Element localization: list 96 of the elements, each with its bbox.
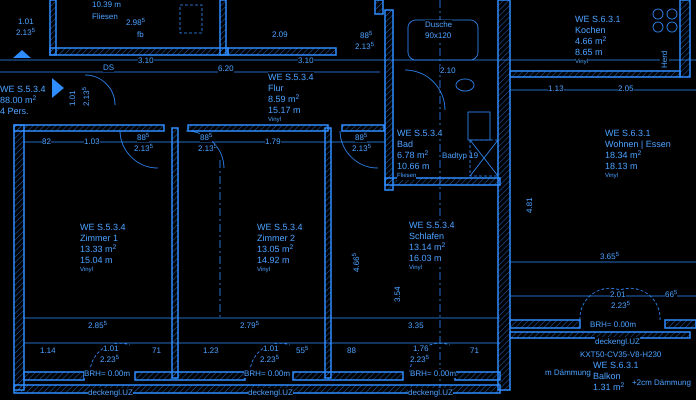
dimension-label: 55$^{5}$ <box>296 346 308 355</box>
dimension-label: 3.10 <box>138 56 154 65</box>
room-name: Bad <box>397 139 414 150</box>
dimension-label: 71 <box>470 346 479 355</box>
room-value: 4.66 m$^{2}$ <box>575 36 606 47</box>
dimension-label: 3.54 <box>393 286 402 302</box>
dimension-label: +2cm Dämmung <box>632 378 691 387</box>
dimension-label: 88$^{5}$ <box>355 133 368 142</box>
dimension-label: 1.23 <box>203 346 219 355</box>
dimension-label: 2.13$^{5}$ <box>355 42 374 51</box>
dimension-label: 1.01 <box>68 90 77 106</box>
dimension-label: 1.14 <box>40 346 56 355</box>
dimension-label: 3.10 <box>298 56 314 65</box>
dimension-label: deckengl.UZ <box>248 388 293 397</box>
dimension-label: 2.13$^{5}$ <box>198 144 217 153</box>
dimension-label: BRH= 0.00m <box>244 369 290 378</box>
dimension-label: deckengl.UZ <box>408 388 453 397</box>
room-number: WE S.6.3.1 <box>605 128 651 139</box>
dimension-label: 2.85$^{5}$ <box>88 321 107 330</box>
room-value: 13.33 m$^{2}$ <box>80 244 116 255</box>
dimension-label: 82 <box>42 137 51 146</box>
dimension-label: fb <box>137 30 144 39</box>
dimension-label: 1.01 <box>103 344 119 353</box>
room-value: 4 Pers. <box>0 106 29 117</box>
room-name: Kochen <box>575 25 606 36</box>
dimension-label: 3.35 <box>408 321 424 330</box>
room-value: 18.13 m <box>605 161 638 172</box>
dimension-label: deckengl.UZ <box>595 337 640 346</box>
dimension-label: 2.13$^{5}$ <box>352 144 371 153</box>
room-number: WE S.5.3.4 <box>80 222 126 233</box>
dimension-label: 1.01 <box>18 17 34 26</box>
dimension-label: 2.01 <box>610 290 626 299</box>
dimension-label: 2.23$^{5}$ <box>611 301 630 310</box>
dimension-label: 2.98$^{5}$ <box>126 18 145 27</box>
room-name: Zimmer 2 <box>257 233 295 244</box>
dimension-label: 10.39 m <box>92 0 121 9</box>
dimension-label: 3.65$^{5}$ <box>600 252 619 261</box>
room-name: Zimmer 1 <box>80 233 118 244</box>
dimension-label: KXT50-CV35-V8-H230 <box>580 350 662 359</box>
room-number: WE S.5.3.4 <box>0 84 46 95</box>
room-name: Wohnen | Essen <box>605 139 671 150</box>
room-number: WE S.6.3.1 <box>575 14 621 25</box>
room-value: 6.78 m$^{2}$ <box>397 150 428 161</box>
dimension-label: 2.10 <box>440 66 456 75</box>
room-value: 8.65 m <box>575 47 603 58</box>
room-name: 88.00 m$^{2}$ <box>0 95 36 106</box>
dimension-label: 2.23$^{5}$ <box>260 355 279 364</box>
dimension-label: 88$^{5}$ <box>360 31 372 40</box>
dimension-label: m Dämmung <box>545 368 591 377</box>
room-number: WE S.6.3.1 <box>593 360 639 371</box>
dimension-label: 1.79 <box>265 137 281 146</box>
dimension-label: 1.76 <box>413 344 429 353</box>
dimension-label: BRH= 0.00m <box>590 320 636 329</box>
dimension-label: 2.13$^{5}$ <box>134 144 153 153</box>
room-number: WE S.5.3.4 <box>257 222 303 233</box>
room-value: 15.17 m <box>268 105 301 116</box>
dimension-label: 90x120 <box>425 31 452 40</box>
room-number: WE S.5.3.4 <box>397 128 443 139</box>
room-value: 13.05 m$^{2}$ <box>257 244 294 255</box>
room-name: Flur <box>268 83 284 94</box>
dimension-label: 66$^{5}$ <box>665 290 678 299</box>
room-number: WE S.5.3.4 <box>268 72 314 83</box>
dimension-label: 2.13$^{5}$ <box>16 28 35 37</box>
dimension-label: 2.09 <box>272 30 288 39</box>
room-value: 10.66 m <box>397 161 430 172</box>
dimension-label: Fliesen <box>92 12 118 21</box>
dimension-label: 88$^{5}$ <box>137 133 150 142</box>
room-number: WE S.5.3.4 <box>409 220 455 231</box>
room-value: 8.59 m$^{2}$ <box>268 94 300 105</box>
dimension-label: 88$^{5}$ <box>200 133 212 142</box>
room-name: Schlafen <box>409 231 444 242</box>
dimension-label: 1.03 <box>84 137 100 146</box>
dimension-label: Herd <box>660 50 669 68</box>
dimension-label: BRH= 0.00m <box>84 369 130 378</box>
room-value: 13.14 m$^{2}$ <box>409 242 446 253</box>
dimension-label: deckengl.UZ <box>88 388 133 397</box>
dimension-label: 2.05 <box>618 84 634 93</box>
dimension-label: 2.79$^{5}$ <box>240 321 259 330</box>
dimension-label: 2.23$^{5}$ <box>410 355 429 364</box>
dimension-label: DS <box>103 63 114 72</box>
dimension-label: 1.01 <box>263 344 279 353</box>
dimension-label: BRH= 0.00m <box>410 369 456 378</box>
room-value: 16.03 m <box>409 253 442 264</box>
dimension-label: 4.81 <box>525 197 534 213</box>
dimension-label: Dusche <box>425 20 452 29</box>
dimension-label: 1.13 <box>548 84 564 93</box>
bath-type-note: Badtyp 19 <box>442 150 478 161</box>
dimension-label: 2.23$^{5}$ <box>100 355 119 364</box>
room-value: 14.92 m <box>257 255 290 266</box>
room-name: Balkon <box>593 371 621 382</box>
dimension-label: 88 <box>347 346 356 355</box>
room-value: 18.34 m$^{2}$ <box>605 150 642 161</box>
room-value: 1.31 m$^{2}$ <box>593 382 624 393</box>
room-value: 15.04 m <box>80 255 113 266</box>
dimension-label: 6.20 <box>218 64 234 73</box>
dimension-label: 71 <box>152 346 161 355</box>
